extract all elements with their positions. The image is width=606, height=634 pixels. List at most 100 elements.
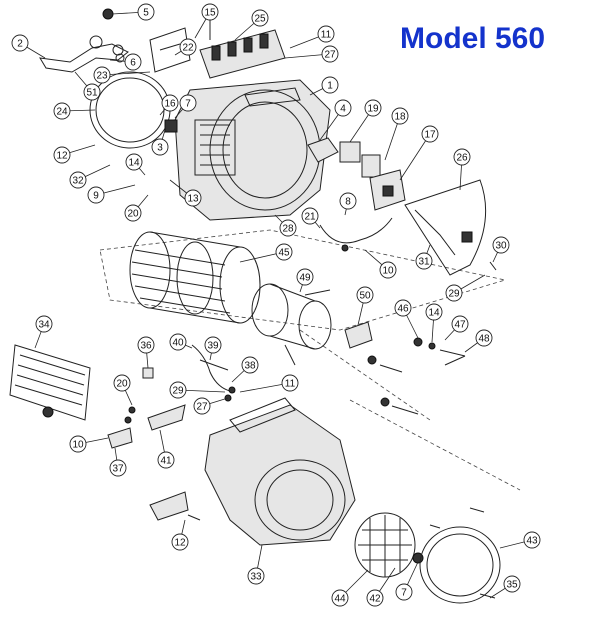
callout-circle (124, 53, 142, 71)
callout-circle (69, 171, 87, 189)
callout-number: 24 (56, 107, 68, 118)
callout-number: 33 (250, 572, 262, 583)
callout-3: 3 (151, 138, 169, 156)
callout-21: 21 (301, 207, 319, 225)
callout-circle (87, 186, 105, 204)
callout-number: 13 (187, 194, 199, 205)
callout-circle (492, 236, 510, 254)
callout-34: 34 (35, 315, 53, 333)
blower-wheel-part (129, 231, 261, 324)
callout-10: 10 (69, 435, 87, 453)
callout-number: 27 (324, 50, 336, 61)
callout-10: 10 (379, 261, 397, 279)
wire-harness-part (319, 217, 393, 252)
callout-number: 10 (72, 440, 84, 451)
callout-40: 40 (169, 333, 187, 351)
terminal-block-part (344, 321, 373, 349)
callout-circle (151, 138, 169, 156)
callout-circle (125, 153, 143, 171)
callout-circle (137, 3, 155, 21)
callout-circle (475, 329, 493, 347)
callout-circle (421, 125, 439, 143)
callout-number: 4 (340, 104, 346, 115)
callout-number: 20 (116, 379, 128, 390)
callout-number: 30 (495, 241, 507, 252)
callout-45: 45 (275, 243, 293, 261)
callout-number: 47 (454, 320, 466, 331)
callout-circle (184, 189, 202, 207)
callout-number: 29 (448, 289, 460, 300)
capacitor-part (307, 137, 339, 163)
callout-circle (69, 435, 87, 453)
callout-number: 11 (285, 379, 296, 390)
lower-switch-part (149, 491, 201, 521)
callout-circle (53, 102, 71, 120)
callout-circle (179, 38, 197, 56)
callout-2: 2 (11, 34, 29, 52)
callout-35: 35 (503, 575, 521, 593)
callout-18: 18 (391, 107, 409, 125)
callout-circle (379, 261, 397, 279)
callout-7: 7 (179, 94, 197, 112)
callout-number: 5 (143, 8, 149, 19)
callout-31: 31 (415, 252, 433, 270)
callout-43: 43 (523, 531, 541, 549)
callout-4: 4 (334, 99, 352, 117)
callout-number: 3 (157, 143, 163, 154)
callout-44: 44 (331, 589, 349, 607)
rear-cover-part (419, 507, 501, 604)
callout-51: 51 (83, 83, 101, 101)
callout-circle (53, 146, 71, 164)
callout-22: 22 (179, 38, 197, 56)
callout-circle (445, 284, 463, 302)
callout-number: 43 (526, 536, 538, 547)
callout-38: 38 (241, 356, 259, 374)
callout-circle (124, 204, 142, 222)
callout-number: 10 (382, 266, 394, 277)
callout-circle (331, 589, 349, 607)
callout-circle (83, 83, 101, 101)
callout-number: 19 (367, 104, 379, 115)
switch-assembly-part (199, 20, 286, 79)
callout-15: 15 (201, 3, 219, 21)
callout-number: 44 (334, 594, 346, 605)
callout-circle (169, 381, 187, 399)
callout-11: 11 (281, 374, 299, 392)
callout-number: 37 (112, 464, 124, 475)
callout-29: 29 (169, 381, 187, 399)
callout-27: 27 (193, 397, 211, 415)
callout-circle (275, 243, 293, 261)
callout-circle (204, 336, 222, 354)
callout-circle (356, 286, 374, 304)
callout-circle (35, 315, 53, 333)
callout-circle (334, 99, 352, 117)
callout-circle (109, 459, 127, 477)
leader-line (239, 382, 291, 393)
callout-20: 20 (113, 374, 131, 392)
small-parts-left (107, 344, 236, 449)
lower-housing-part (204, 397, 356, 546)
callout-11: 11 (317, 25, 335, 43)
callout-circle (391, 107, 409, 125)
callout-number: 31 (418, 257, 430, 268)
callout-number: 1 (327, 81, 333, 92)
callout-50: 50 (356, 286, 374, 304)
callout-circle (241, 356, 259, 374)
callout-number: 49 (299, 273, 311, 284)
callout-41: 41 (157, 451, 175, 469)
callout-6: 6 (124, 53, 142, 71)
callout-1: 1 (321, 76, 339, 94)
callout-number: 11 (321, 30, 332, 41)
callout-30: 30 (492, 236, 510, 254)
callout-circle (251, 9, 269, 27)
callout-circle (171, 533, 189, 551)
callout-26: 26 (453, 148, 471, 166)
callout-number: 14 (428, 308, 440, 319)
front-grille-part (9, 344, 91, 421)
callout-number: 39 (207, 341, 219, 352)
callout-number: 38 (244, 361, 256, 372)
callout-circle (161, 94, 179, 112)
callout-circle (193, 397, 211, 415)
callout-32: 32 (69, 171, 87, 189)
